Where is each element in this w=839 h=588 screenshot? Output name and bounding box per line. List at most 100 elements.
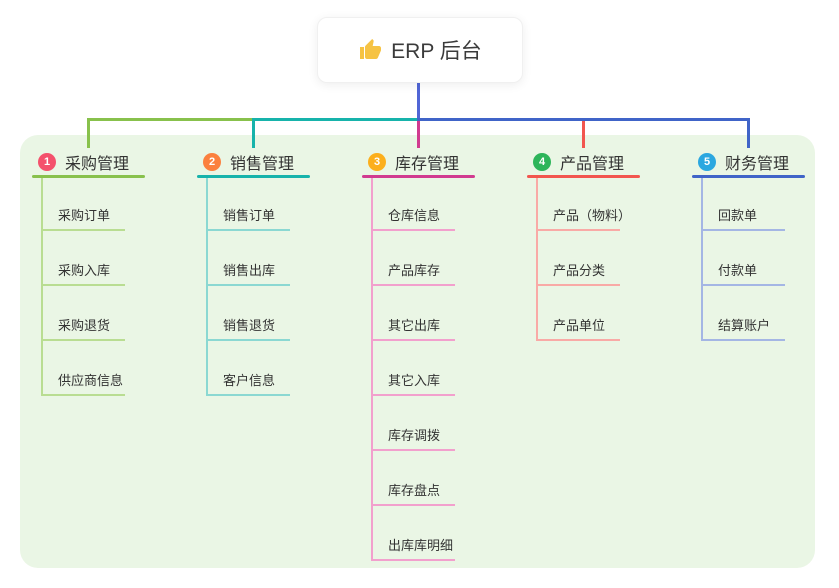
child-label: 库存调拨 (388, 428, 441, 443)
child-label: 产品单位 (553, 318, 606, 333)
branch-elbow-line (417, 118, 750, 121)
child-underline (371, 559, 455, 561)
child-node[interactable]: 销售订单 (206, 203, 316, 231)
child-node[interactable]: 仓库信息 (371, 203, 481, 231)
branch-underline (32, 175, 145, 178)
branch-title[interactable]: 5 财务管理 (698, 150, 789, 174)
child-label: 销售退货 (223, 318, 276, 333)
child-underline (701, 339, 785, 341)
child-node[interactable]: 出库库明细 (371, 533, 481, 561)
child-underline (371, 284, 455, 286)
branch-underline (692, 175, 805, 178)
child-label: 采购退货 (58, 318, 111, 333)
child-label: 仓库信息 (388, 208, 441, 223)
child-underline (536, 339, 620, 341)
branch-number-badge: 5 (698, 153, 716, 171)
child-label: 客户信息 (223, 373, 276, 388)
branch-child-line (206, 178, 208, 396)
child-node[interactable]: 销售退货 (206, 313, 316, 341)
child-node[interactable]: 产品库存 (371, 258, 481, 286)
child-label: 结算账户 (718, 318, 771, 333)
child-label: 其它出库 (388, 318, 441, 333)
child-node[interactable]: 回款单 (701, 203, 811, 231)
child-node[interactable]: 产品单位 (536, 313, 646, 341)
branch-number-badge: 3 (368, 153, 386, 171)
root-label: ERP 后台 (391, 40, 482, 63)
child-underline (206, 339, 290, 341)
branch-title[interactable]: 1 采购管理 (38, 150, 129, 174)
child-underline (206, 284, 290, 286)
root-node[interactable]: ERP 后台 (317, 17, 523, 83)
branch-underline (362, 175, 475, 178)
branch-title[interactable]: 2 销售管理 (203, 150, 294, 174)
branch-child-line (536, 178, 538, 341)
root-stem-line (417, 83, 420, 121)
child-underline (206, 229, 290, 231)
child-label: 产品库存 (388, 263, 441, 278)
child-label: 产品（物料） (553, 208, 632, 223)
branch-drop-line (582, 121, 585, 148)
child-label: 库存盘点 (388, 483, 441, 498)
branch-underline (527, 175, 640, 178)
branch-column: 3 库存管理 仓库信息产品库存其它出库其它入库库存调拨库存盘点出库库明细 (362, 0, 508, 588)
child-node[interactable]: 采购退货 (41, 313, 151, 341)
child-label: 付款单 (718, 263, 758, 278)
child-node[interactable]: 采购订单 (41, 203, 151, 231)
child-node[interactable]: 库存盘点 (371, 478, 481, 506)
child-node[interactable]: 其它出库 (371, 313, 481, 341)
child-node[interactable]: 客户信息 (206, 368, 316, 396)
child-underline (536, 229, 620, 231)
mindmap-panel (20, 135, 815, 568)
branch-column: 5 财务管理 回款单付款单结算账户 (692, 0, 838, 588)
branch-drop-line (87, 121, 90, 148)
child-node[interactable]: 结算账户 (701, 313, 811, 341)
child-label: 出库库明细 (388, 538, 454, 553)
branch-drop-line (252, 121, 255, 148)
branch-title-label: 财务管理 (725, 156, 790, 173)
branch-elbow-line (252, 118, 420, 121)
child-underline (371, 504, 455, 506)
child-label: 其它入库 (388, 373, 441, 388)
branch-child-line (41, 178, 43, 396)
branch-column: 4 产品管理 产品（物料） 产品分类产品单位 (527, 0, 673, 588)
child-node[interactable]: 其它入库 (371, 368, 481, 396)
branch-drop-line (747, 121, 750, 148)
child-node[interactable]: 付款单 (701, 258, 811, 286)
child-node[interactable]: 产品分类 (536, 258, 646, 286)
branch-title-label: 销售管理 (230, 156, 295, 173)
branch-title[interactable]: 4 产品管理 (533, 150, 624, 174)
child-label: 销售出库 (223, 263, 276, 278)
child-node[interactable]: 销售出库 (206, 258, 316, 286)
child-node[interactable]: 采购入库 (41, 258, 151, 286)
child-underline (536, 284, 620, 286)
branch-child-line (701, 178, 703, 341)
child-underline (41, 339, 125, 341)
child-underline (371, 394, 455, 396)
child-underline (41, 284, 125, 286)
child-label: 采购订单 (58, 208, 111, 223)
branch-column: 2 销售管理 销售订单销售出库销售退货客户信息 (197, 0, 343, 588)
child-node[interactable]: 产品（物料） (536, 203, 646, 231)
branch-column: 1 采购管理 采购订单采购入库采购退货供应商信息 (32, 0, 178, 588)
child-label: 供应商信息 (58, 373, 124, 388)
branch-child-line (371, 178, 373, 561)
branch-title[interactable]: 3 库存管理 (368, 150, 459, 174)
child-label: 采购入库 (58, 263, 111, 278)
branch-number-badge: 1 (38, 153, 56, 171)
branch-drop-line (417, 121, 420, 148)
child-node[interactable]: 库存调拨 (371, 423, 481, 451)
child-underline (206, 394, 290, 396)
child-underline (701, 284, 785, 286)
branch-title-label: 库存管理 (395, 156, 460, 173)
thumbs-up-icon (358, 38, 382, 62)
child-label: 产品分类 (553, 263, 606, 278)
branch-number-badge: 2 (203, 153, 221, 171)
child-underline (371, 449, 455, 451)
branch-number-badge: 4 (533, 153, 551, 171)
child-underline (41, 394, 125, 396)
child-underline (371, 339, 455, 341)
child-label: 回款单 (718, 208, 758, 223)
child-label: 销售订单 (223, 208, 276, 223)
child-node[interactable]: 供应商信息 (41, 368, 151, 396)
